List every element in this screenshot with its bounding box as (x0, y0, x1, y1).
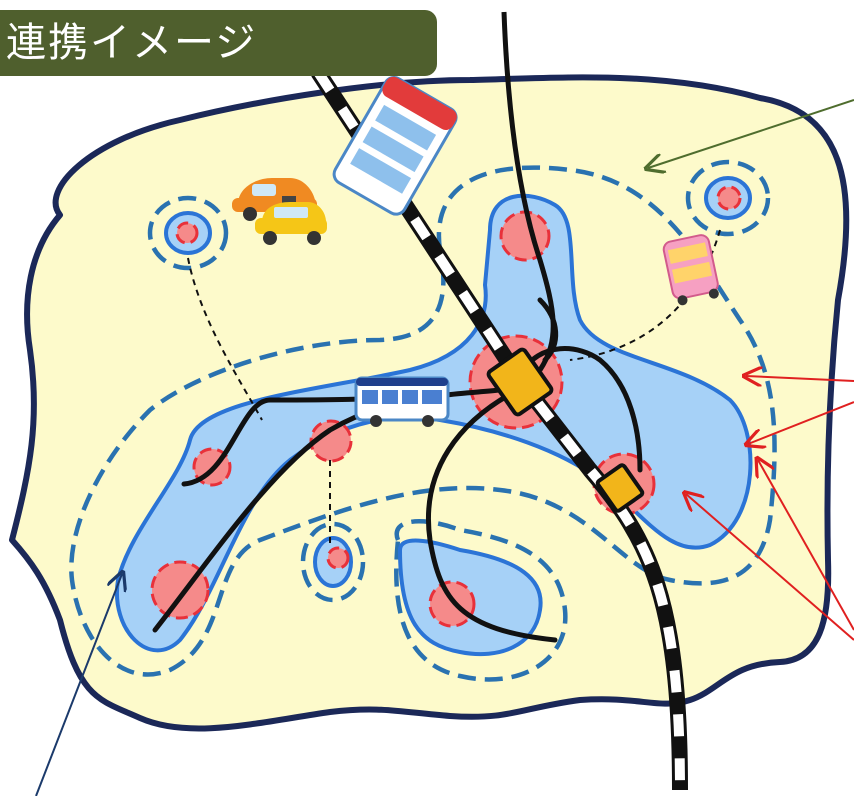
diagram-title: 連携イメージ (6, 20, 258, 66)
hub-west (309, 419, 353, 463)
hub-small-1 (326, 546, 350, 570)
hub-south (428, 580, 476, 628)
station-main (486, 347, 554, 417)
station-secondary (595, 463, 645, 513)
hub-small-2 (175, 221, 199, 245)
hub-north (499, 210, 551, 262)
service-zone-dashed (69, 159, 777, 682)
bus-icon (354, 376, 450, 427)
callout-arrows (35, 99, 854, 796)
hub-small-3 (716, 185, 742, 211)
taxi-icon (255, 196, 327, 245)
title-tab: 連携イメージ (0, 10, 437, 76)
minibus-icon (662, 234, 719, 306)
train-icon (332, 76, 458, 216)
